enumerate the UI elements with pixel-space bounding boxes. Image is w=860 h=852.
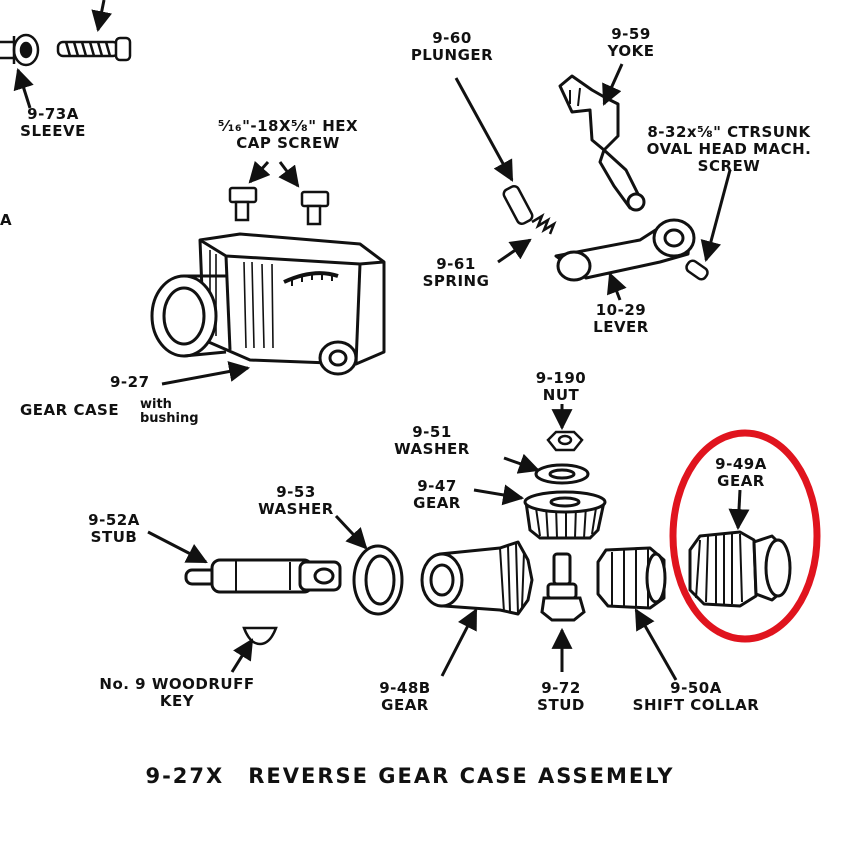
nut-drawing xyxy=(546,430,584,452)
leader-spring xyxy=(497,238,532,264)
title-assembly-name: REVERSE GEAR CASE ASSEMELY xyxy=(248,764,675,788)
leader-gear-47 xyxy=(473,484,525,506)
lever-drawing xyxy=(554,218,696,282)
sleeve-drawing xyxy=(0,33,40,67)
gear-48b-drawing xyxy=(420,540,534,616)
shift-collar-drawing xyxy=(596,546,667,610)
title-part-number: 9-27X xyxy=(145,764,225,788)
leader-washer-51 xyxy=(503,453,540,474)
cap-screw-drawings xyxy=(228,186,330,226)
leader-plunger xyxy=(454,77,514,182)
bolt-drawing xyxy=(56,36,132,62)
leader-screw xyxy=(700,169,732,263)
gear-49a-drawing xyxy=(688,530,792,608)
leader-shift-collar xyxy=(634,608,678,681)
gear-47-drawing xyxy=(523,490,607,540)
leader-bolt xyxy=(91,0,113,33)
yoke-drawing xyxy=(558,74,646,212)
stud-drawing xyxy=(540,552,586,622)
spring-drawing xyxy=(531,213,557,235)
leader-washer-53 xyxy=(334,514,368,550)
leader-cap-screw-2 xyxy=(278,161,300,188)
leader-key xyxy=(230,638,254,673)
leader-gear-49a xyxy=(728,489,750,531)
plunger-drawing xyxy=(502,184,534,226)
stub-drawing xyxy=(184,558,342,594)
gear-case-drawing xyxy=(150,232,386,376)
label-cap-screw: ⁵⁄₁₆"-18X⁵⁄₈" HEX CAP SCREW xyxy=(217,117,359,152)
leader-lever xyxy=(606,272,627,301)
label-gear-case-number: 9-27 xyxy=(110,373,150,391)
washer-53-drawing xyxy=(352,544,404,616)
leader-gear-case xyxy=(161,361,251,386)
label-edge-fragment: A xyxy=(0,211,13,229)
label-gear-case-name: GEAR CASE xyxy=(20,401,120,419)
leader-yoke xyxy=(602,63,624,106)
leader-stub xyxy=(147,530,208,564)
screw-drawing xyxy=(685,259,709,281)
highlight-circle xyxy=(669,429,821,643)
leader-sleeve xyxy=(13,67,34,109)
key-drawing xyxy=(242,626,278,646)
washer-51-drawing xyxy=(534,463,590,485)
leader-gear-48b xyxy=(440,608,478,677)
leader-cap-screw-1 xyxy=(248,160,271,184)
diagram-title: 9-27X REVERSE GEAR CASE ASSEMELY xyxy=(0,764,820,788)
